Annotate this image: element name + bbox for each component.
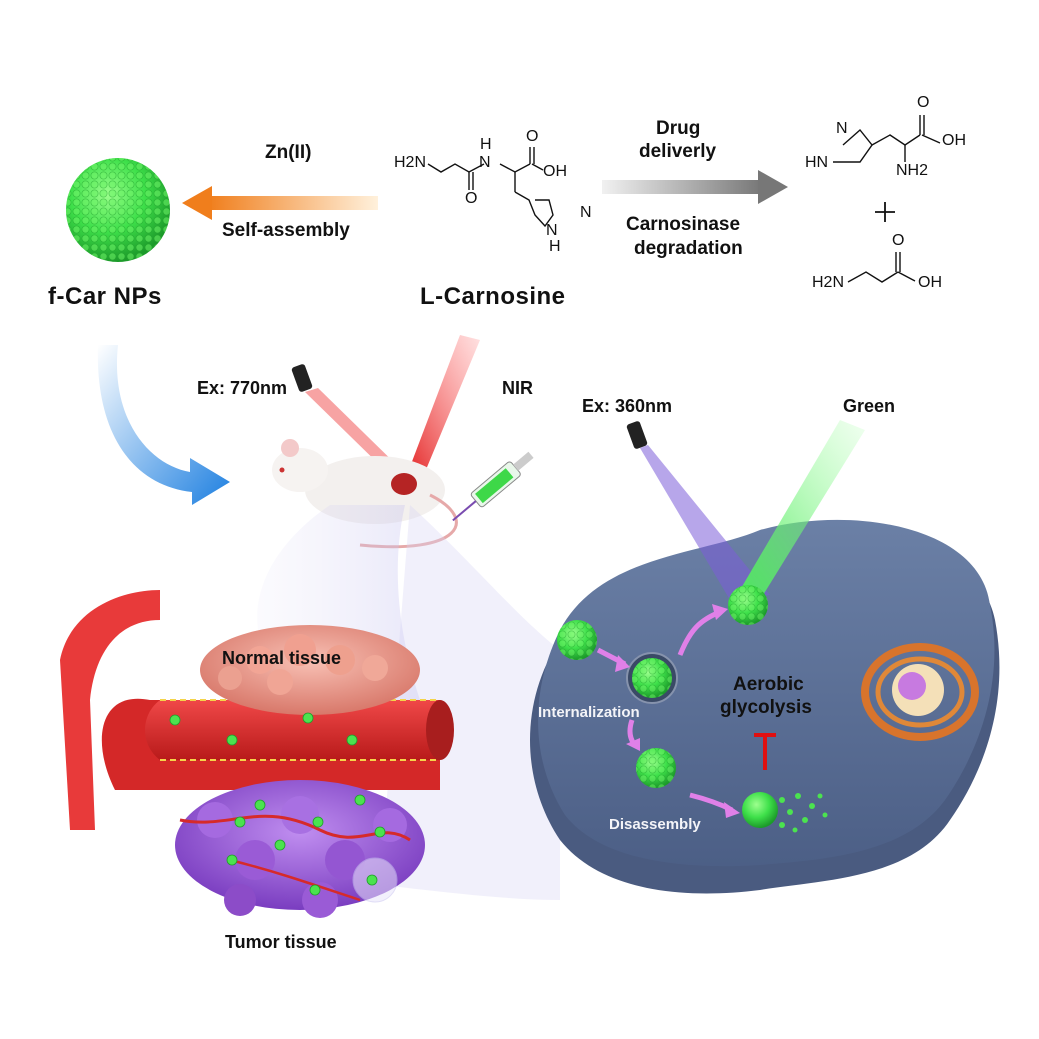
atom-label: H [549,238,561,255]
normal-tissue-cluster [200,625,420,715]
zn-label: Zn(II) [265,142,312,163]
tumor-tissue-label: Tumor tissue [225,932,337,952]
glycolysis-label: glycolysis [720,697,812,718]
deliverly-label: deliverly [639,141,717,162]
carnosinase-label: Carnosinase [626,214,741,235]
f-car-nanoparticle [66,158,170,262]
atom-label: O [526,128,539,145]
syringe-icon [452,451,534,522]
atom-label: HN [805,154,829,171]
uv-laser [626,420,865,600]
atom-label: OH [543,163,567,180]
nir-excitation-label: Ex: 770nm [197,378,288,398]
atom-label: OH [942,132,966,149]
nucleus-organelle [861,643,979,741]
tumor-tissue-cluster [175,780,425,918]
internalization-label: Internalization [538,704,640,721]
atom-label: N [580,204,592,221]
tumor-cell [530,519,1000,894]
atom-label: O [465,190,478,207]
nanoparticle-label: f-Car NPs [48,283,162,310]
atom-label: H2N [812,274,845,291]
atom-label: N [546,222,558,239]
normal-tissue-label: Normal tissue [222,648,342,668]
degradation-label: degradation [634,238,743,259]
molecule-label: L-Carnosine [420,283,566,310]
uv-excitation-label: Ex: 360nm [582,396,673,416]
atom-label: N [479,154,491,171]
curved-delivery-arrow [97,345,230,505]
self-assembly-arrow [182,186,378,220]
atom-label: O [917,94,930,111]
atom-label: H2N [394,154,427,171]
blood-vessel [60,590,454,830]
atom-label: H [480,136,492,153]
drug-delivery-arrow [602,170,788,204]
aerobic-label: Aerobic [733,674,804,695]
disassembly-label: Disassembly [609,816,701,833]
histidine-structure [833,115,941,222]
atom-label: O [892,232,905,249]
zoom-funnel-right [380,505,560,900]
inhibition-symbol [754,733,776,770]
nir-emission-label: NIR [502,378,533,398]
drug-label: Drug [656,118,701,139]
vessel-nanoparticles [169,712,386,896]
carnosine-structure [427,147,554,228]
atom-label: NH2 [896,162,929,179]
atom-label: OH [918,274,942,291]
self-assembly-label: Self-assembly [222,220,350,241]
atom-label: N [836,120,848,137]
cell-nanoparticles [557,585,828,833]
beta-alanine-structure [847,252,916,283]
process-arrows [596,604,740,818]
green-emission-label: Green [843,396,896,416]
